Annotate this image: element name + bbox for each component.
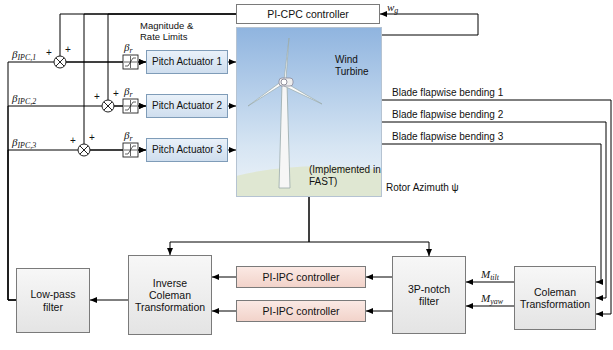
saturation-curve <box>124 56 137 68</box>
saturation-blocks <box>123 55 138 157</box>
box-label: Low-pass filter <box>21 288 85 312</box>
signal-label: wg <box>387 1 398 13</box>
signal-label: βIPC,1 <box>12 48 36 60</box>
signal-label: Blade flapwise bending 2 <box>392 109 503 121</box>
box-label: PI-IPC controller <box>262 271 339 283</box>
signal-line <box>170 197 309 255</box>
box-label: PI-CPC controller <box>267 8 349 20</box>
controller-box: PI-IPC controller <box>236 266 366 288</box>
box-note: (Implemented in FAST) <box>309 164 381 188</box>
saturation-block <box>123 99 138 113</box>
transform-box: Coleman Transformation <box>514 266 596 330</box>
signal-line <box>366 311 392 312</box>
wind-turbine-picture <box>236 27 382 197</box>
signal-label: Rotor Azimuth ψ <box>386 182 459 194</box>
box-label: PI-IPC controller <box>262 305 339 317</box>
nacelle <box>279 78 293 86</box>
box-label: Wind Turbine <box>335 54 381 78</box>
summing-junctions <box>54 56 114 156</box>
controller-box: PI-IPC controller <box>236 300 366 322</box>
plant-picture: Wind Turbine (Implemented in FAST) <box>236 27 382 197</box>
signal-line <box>380 14 478 35</box>
signal-line <box>90 300 128 301</box>
summing-junction <box>78 144 90 156</box>
signal-name: βr <box>124 129 133 141</box>
saturation-curve <box>124 144 137 156</box>
box-label: Pitch Actuator 1 <box>152 56 222 68</box>
transform-box: Inverse Coleman Transformation <box>128 255 212 335</box>
box-label: Pitch Actuator 3 <box>152 144 222 156</box>
signal-line <box>84 14 236 150</box>
signal-label: Mtilt <box>481 268 499 280</box>
signal-line <box>228 150 236 151</box>
saturation-block <box>123 143 138 157</box>
box-label: Coleman Transformation <box>519 286 591 310</box>
sign-mark: + <box>46 47 52 59</box>
signal-line <box>228 62 236 63</box>
signal-line <box>466 282 514 283</box>
box-label: Pitch Actuator 2 <box>152 100 222 112</box>
signal-line <box>309 197 429 256</box>
signal-line <box>8 62 146 300</box>
junction-cross <box>104 102 112 110</box>
saturation-curve <box>124 100 137 112</box>
limits-note: Magnitude & Rate Limits <box>140 20 212 42</box>
signal-label: Myaw <box>481 292 503 304</box>
sign-mark: + <box>70 135 76 147</box>
filter-box: Low-pass filter <box>16 268 90 333</box>
signal-line <box>212 311 236 312</box>
signal-name: βr <box>124 85 133 97</box>
signal-name: βr <box>124 41 133 53</box>
box-label: Inverse Coleman Transformation <box>133 277 207 313</box>
hub <box>281 79 287 85</box>
blade <box>284 38 289 80</box>
summing-junction <box>54 56 66 68</box>
blade <box>248 81 283 106</box>
signal-label: βIPC,2 <box>12 92 36 104</box>
sign-mark: + <box>65 44 71 56</box>
junction-cross <box>80 146 88 154</box>
summing-junction <box>102 100 114 112</box>
signal-label: Blade flapwise bending 3 <box>392 131 503 143</box>
signal-line <box>366 277 392 278</box>
sign-mark: + <box>89 132 95 144</box>
box-label: 3P-notch filter <box>397 283 461 307</box>
junction-cross <box>56 58 64 66</box>
sky <box>236 27 382 197</box>
controller-box: PI-CPC controller <box>236 4 380 24</box>
signal-line <box>212 277 236 278</box>
tower <box>279 84 290 188</box>
saturation-block <box>123 55 138 69</box>
signal-line <box>466 306 514 307</box>
sign-mark: + <box>113 88 119 100</box>
sign-mark: + <box>94 91 100 103</box>
filter-box: 3P-notch filter <box>392 256 466 334</box>
signal-line <box>228 106 236 107</box>
signal-label: βIPC,3 <box>12 136 36 148</box>
signal-label: Blade flapwise bending 1 <box>392 87 503 99</box>
signal-line <box>108 14 236 106</box>
actuator-box: Pitch Actuator 3 <box>146 138 228 162</box>
actuator-box: Pitch Actuator 1 <box>146 50 228 74</box>
actuator-box: Pitch Actuator 2 <box>146 94 228 118</box>
